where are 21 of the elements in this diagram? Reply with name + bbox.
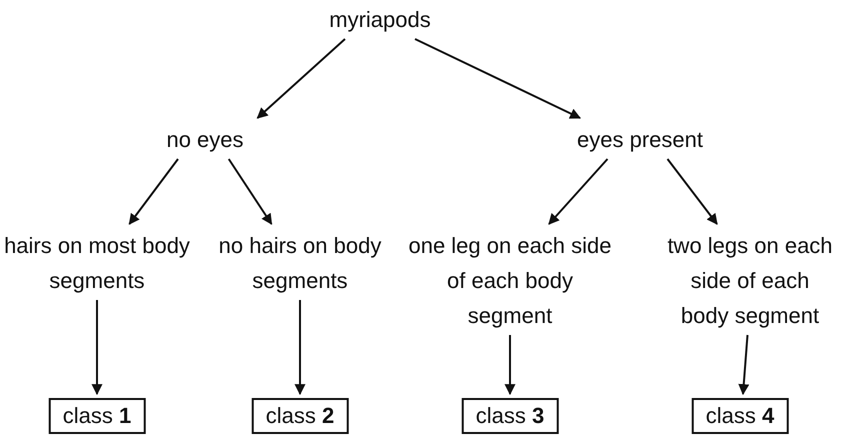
arrow xyxy=(548,158,608,225)
arrow xyxy=(294,300,306,396)
node-label: eyes present xyxy=(560,122,720,157)
node-label: two legs on each side of each body segment xyxy=(665,228,835,333)
arrow xyxy=(504,335,516,396)
node-label: no eyes xyxy=(150,122,260,157)
arrow xyxy=(128,158,179,225)
arrow xyxy=(228,158,272,225)
arrow xyxy=(738,334,750,396)
node-label: myriapods xyxy=(310,2,450,37)
node-label: no hairs on body segments xyxy=(205,228,395,298)
node-label: one leg on each side of each body segment xyxy=(402,228,618,333)
class-box: class 4 xyxy=(692,398,788,434)
class-box: class 1 xyxy=(48,398,146,434)
class-box: class 3 xyxy=(462,398,558,434)
arrow xyxy=(256,38,346,119)
arrow xyxy=(92,300,102,396)
arrow xyxy=(666,158,718,225)
class-box: class 2 xyxy=(252,398,348,434)
node-label: hairs on most body segments xyxy=(2,228,192,298)
arrow xyxy=(414,38,581,119)
